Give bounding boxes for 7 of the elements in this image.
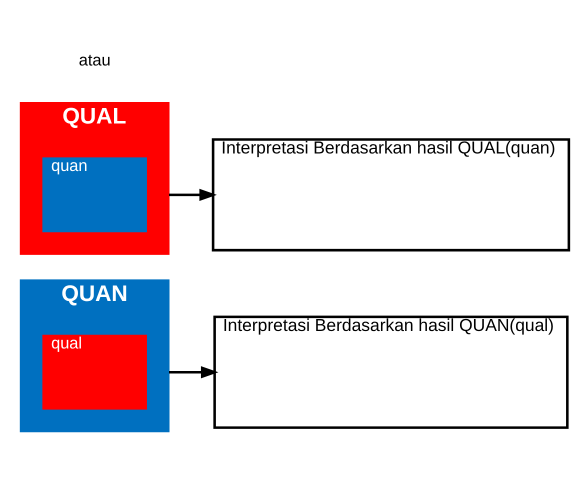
node-box: Interpretasi Berdasarkan hasil QUAL(quan): [212, 138, 570, 252]
arrow: [169, 188, 217, 201]
node-box: quan: [42, 157, 147, 232]
node-box: Interpretasi Berdasarkan hasil QUAN(qual): [213, 316, 569, 429]
label: atau: [78, 51, 111, 70]
arrow: [169, 366, 218, 378]
node-box: qual: [42, 334, 147, 410]
